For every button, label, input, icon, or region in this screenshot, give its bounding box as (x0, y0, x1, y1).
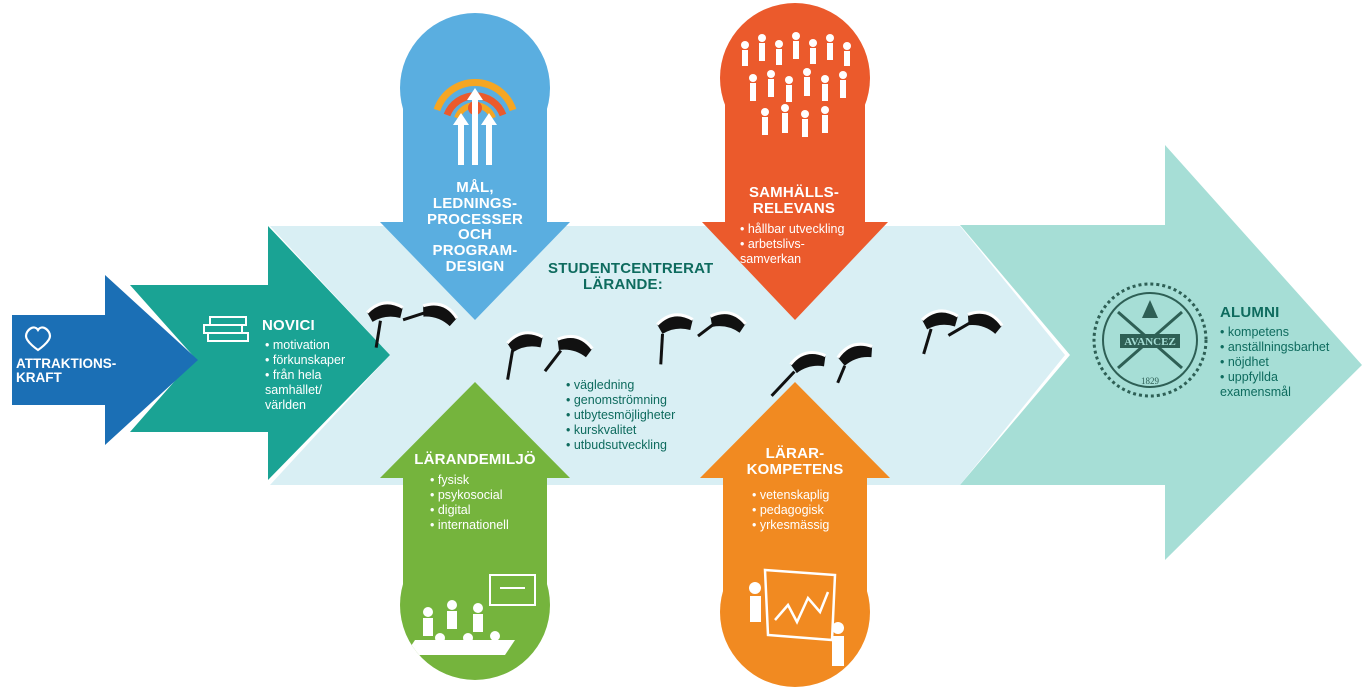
list-item: nöjdhet (1220, 355, 1355, 370)
heart-icon (24, 326, 52, 352)
lararkompetens-list: vetenskaplig pedagogisk yrkesmässig (752, 488, 872, 533)
list-item: motivation (265, 338, 375, 353)
studentcentrerat-list: vägledning genomströmning utbytesmöjligh… (566, 378, 706, 453)
lararkompetens-title: LÄRAR- KOMPETENS (746, 445, 844, 478)
list-item: från hela samhället/ världen (265, 368, 345, 413)
alumni-title: ALUMNI (1220, 304, 1280, 321)
larandemiljo-title: LÄRANDEMILJÖ (414, 451, 536, 468)
list-item: arbetslivs- samverkan (740, 237, 835, 267)
novici-title: NOVICI (262, 317, 315, 334)
list-item: anställningsbarhet (1220, 340, 1355, 355)
list-item: digital (430, 503, 550, 518)
seal-year: 1829 (1141, 376, 1160, 386)
novici-list: motivation förkunskaper från hela samhäl… (265, 338, 375, 413)
larandemiljo-list: fysisk psykosocial digital internationel… (430, 473, 550, 533)
list-item: pedagogisk (752, 503, 872, 518)
list-item: yrkesmässig (752, 518, 872, 533)
teacher-whiteboard-icon (749, 568, 844, 666)
target-arrows-icon (433, 78, 517, 165)
attraktion-arrow (12, 275, 198, 445)
list-item: utbudsutveckling (566, 438, 706, 453)
alumni-list: kompetens anställningsbarhet nöjdhet upp… (1220, 325, 1355, 400)
list-item: hållbar utveckling (740, 222, 870, 237)
list-item: förkunskaper (265, 353, 375, 368)
list-item: kompetens (1220, 325, 1355, 340)
list-item: uppfyllda examensmål (1220, 370, 1305, 400)
samhalls-title: SAMHÄLLS- RELEVANS (748, 184, 840, 217)
seal-text: AVANCEZ (1124, 336, 1176, 348)
studentcentrerat-title: STUDENTCENTRERAT LÄRANDE: (548, 260, 714, 293)
university-seal-icon: AVANCEZ 1829 (1092, 282, 1208, 398)
list-item: internationell (430, 518, 550, 533)
alumni-arrow (960, 145, 1362, 560)
crowd-icon (741, 32, 851, 137)
list-item: genomströmning (566, 393, 706, 408)
list-item: vetenskaplig (752, 488, 872, 503)
list-item: fysisk (430, 473, 550, 488)
graduation-caps-icon (366, 301, 1004, 397)
list-item: utbytesmöjligheter (566, 408, 706, 423)
list-item: vägledning (566, 378, 706, 393)
mal-arrow (380, 100, 570, 320)
novici-arrow (130, 226, 390, 480)
attraktion-title: ATTRAKTIONS- KRAFT (16, 356, 117, 386)
samhalls-list: hållbar utveckling arbetslivs- samverkan (740, 222, 870, 267)
mal-title: MÅL, LEDNINGS- PROCESSER OCH PROGRAM- DE… (427, 179, 523, 275)
classroom-icon (405, 574, 536, 655)
list-item: psykosocial (430, 488, 550, 503)
books-icon (203, 316, 249, 342)
list-item: kurskvalitet (566, 423, 706, 438)
